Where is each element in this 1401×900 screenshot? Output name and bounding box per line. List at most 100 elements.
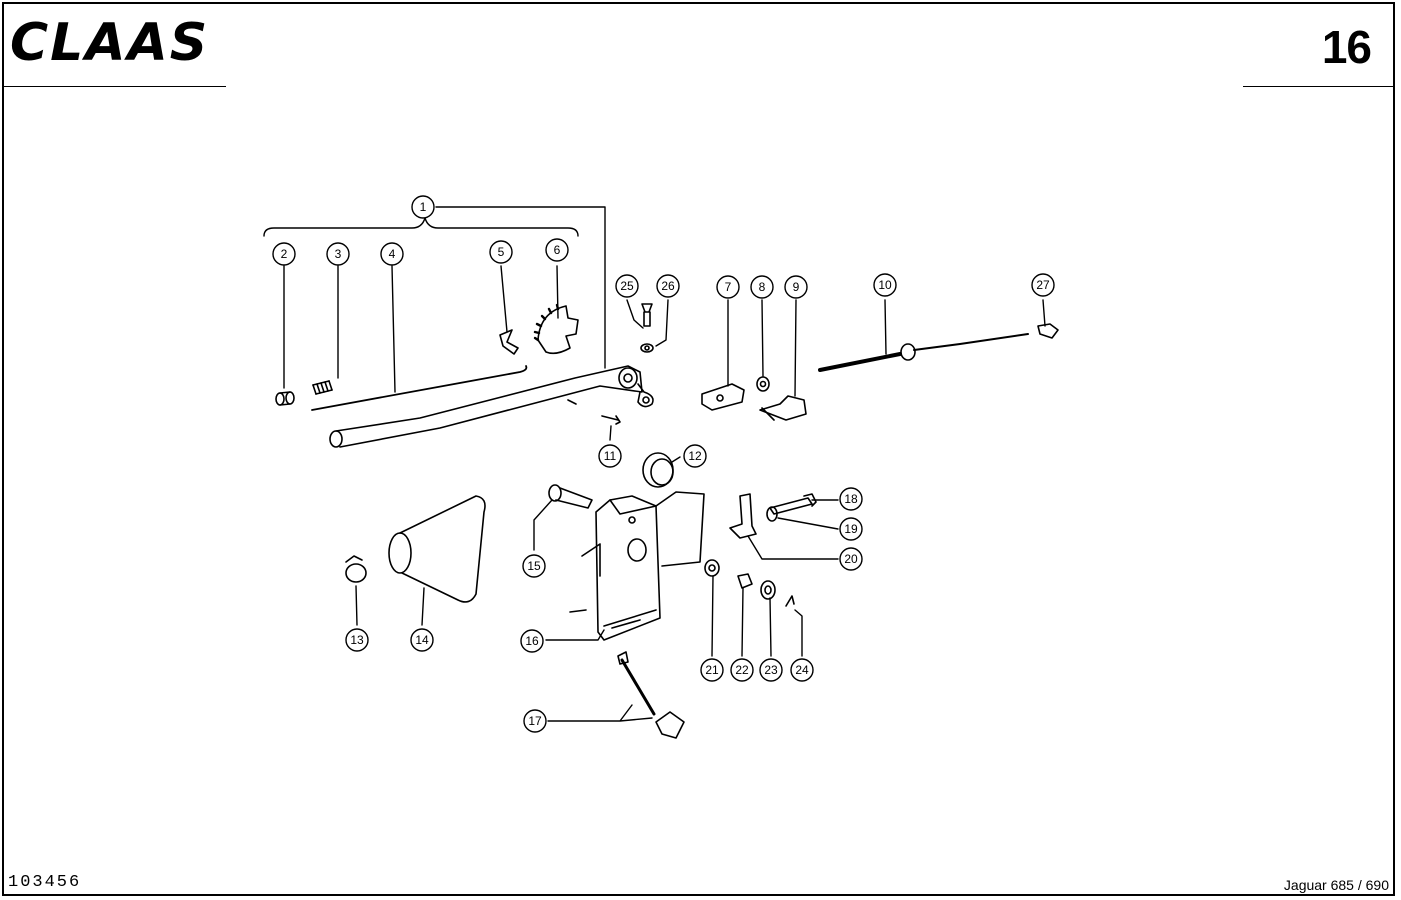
callout-label: 20 (844, 552, 858, 566)
part-bolt-small (601, 415, 621, 425)
leader-23 (769, 597, 772, 657)
part-sleeve (275, 391, 295, 406)
callout-label: 4 (389, 247, 396, 261)
group-bracket (263, 217, 579, 237)
callout-14: 14 (410, 628, 434, 652)
callout-label: 1 (420, 200, 427, 214)
leader-10 (884, 299, 887, 355)
part-nut (640, 343, 654, 353)
callout-label: 6 (554, 243, 561, 257)
callout-22: 22 (730, 658, 754, 682)
part-bushing (737, 573, 753, 589)
leader-8 (761, 299, 764, 377)
callout-7: 7 (716, 275, 740, 299)
callout-1: 1 (411, 195, 435, 219)
leader-24 (794, 609, 803, 657)
callout-19: 19 (839, 517, 863, 541)
leader-4 (391, 265, 396, 393)
callout-13: 13 (345, 628, 369, 652)
claas-logo: CLAAS (8, 13, 238, 73)
leader-22 (741, 587, 744, 657)
callout-label: 24 (795, 663, 809, 677)
part-split-pin (785, 595, 795, 607)
callout-label: 14 (415, 633, 429, 647)
callout-label: 10 (878, 278, 892, 292)
part-cap (642, 452, 674, 488)
callout-9: 9 (784, 275, 808, 299)
callout-15: 15 (522, 554, 546, 578)
part-cable (818, 333, 1029, 372)
part-bracket (569, 491, 705, 641)
callout-label: 17 (528, 714, 542, 728)
part-fork (759, 395, 807, 421)
callout-label: 19 (844, 522, 858, 536)
part-angle-bracket (729, 493, 757, 539)
leader-14 (421, 587, 425, 626)
callout-label: 12 (688, 449, 702, 463)
svg-text:CLAAS: CLAAS (10, 14, 209, 70)
callout-4: 4 (380, 242, 404, 266)
part-ratchet-segment (533, 303, 579, 355)
callout-18: 18 (839, 487, 863, 511)
part-bolt-pin (548, 484, 593, 509)
callout-label: 8 (759, 280, 766, 294)
logo-underline (3, 86, 226, 87)
callout-label: 16 (525, 634, 539, 648)
callout-25: 25 (615, 274, 639, 298)
callout-label: 27 (1036, 278, 1050, 292)
callout-label: 18 (844, 492, 858, 506)
callout-label: 2 (281, 247, 288, 261)
leader-12 (671, 456, 681, 463)
callout-label: 26 (661, 279, 675, 293)
part-washer (756, 376, 770, 392)
part-boot-gaiter (388, 495, 486, 603)
page-number: 16 (1321, 21, 1372, 73)
callout-24: 24 (790, 658, 814, 682)
part-bolt (769, 493, 817, 515)
callout-3: 3 (326, 242, 350, 266)
callout-label: 13 (350, 633, 364, 647)
callout-label: 3 (335, 247, 342, 261)
callout-label: 22 (735, 663, 749, 677)
part-cable-clip (1037, 323, 1059, 339)
part-hose-clamp (345, 555, 367, 583)
callout-label: 15 (527, 559, 541, 573)
leader-16 (545, 629, 605, 641)
callout-label: 7 (725, 280, 732, 294)
callout-6: 6 (545, 238, 569, 262)
page-number-underline (1243, 86, 1395, 87)
callout-label: 25 (620, 279, 634, 293)
part-flange-bolt (704, 559, 720, 577)
part-washer-23 (760, 580, 776, 600)
leader-26 (655, 299, 669, 347)
leader-17 (547, 704, 653, 722)
callout-17: 17 (523, 709, 547, 733)
part-spring (312, 380, 333, 395)
callout-16: 16 (520, 629, 544, 653)
leader-6 (556, 265, 559, 319)
callout-11: 11 (598, 444, 622, 468)
leader-25 (626, 299, 644, 329)
part-grease-nipple (641, 303, 653, 327)
leader-21 (711, 575, 714, 657)
callout-label: 9 (793, 280, 800, 294)
part-block (701, 383, 745, 411)
callout-27: 27 (1031, 273, 1055, 297)
part-lever (329, 365, 654, 448)
drawing-number: 103456 (8, 873, 82, 892)
callout-21: 21 (700, 658, 724, 682)
callout-5: 5 (489, 240, 513, 264)
callout-23: 23 (759, 658, 783, 682)
part-rod (311, 365, 528, 411)
callout-label: 11 (604, 449, 617, 463)
callout-12: 12 (683, 444, 707, 468)
part-switch (617, 651, 685, 739)
leader-5 (500, 265, 508, 333)
part-clip (499, 329, 519, 355)
callout-10: 10 (873, 273, 897, 297)
model-label: Jaguar 685 / 690 (1283, 877, 1389, 893)
leader-13 (355, 585, 358, 626)
